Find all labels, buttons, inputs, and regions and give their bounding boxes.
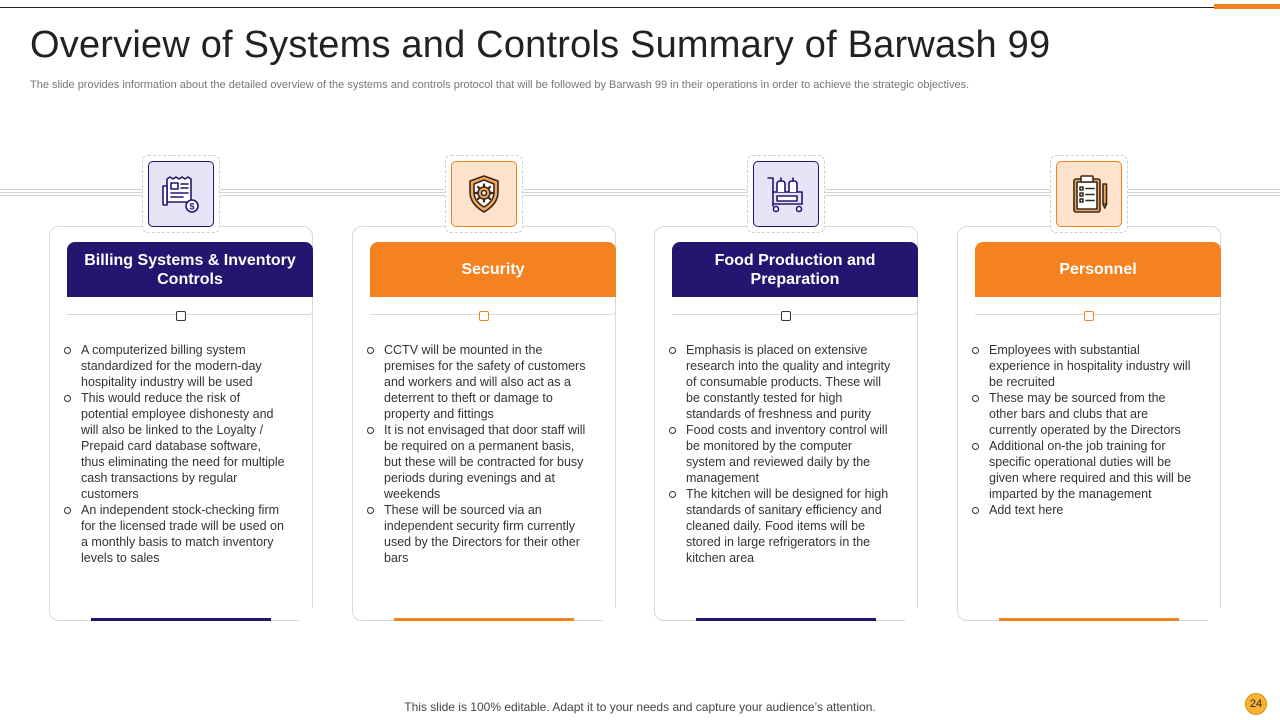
card-billing-systems: Billing Systems & Inventory Controls A c…: [49, 226, 314, 622]
card-security: Security CCTV will be mounted in the pre…: [352, 226, 617, 622]
bullet-item: A computerized billing system standardiz…: [64, 342, 286, 390]
card-marker: [1084, 311, 1094, 321]
slide-subtitle: The slide provides information about the…: [30, 79, 970, 91]
background-rule: [0, 189, 1280, 190]
bullet-item: This would reduce the risk of potential …: [64, 390, 286, 502]
billing-document-icon: $: [162, 176, 199, 213]
bullet-item: These will be sourced via an independent…: [367, 502, 589, 566]
card-title: Food Production and Preparation: [672, 242, 918, 297]
card-bottom-accent: [696, 618, 876, 621]
svg-text:$: $: [189, 202, 194, 212]
background-rule: [0, 192, 1280, 193]
bullet-item: Employees with substantial experience in…: [972, 342, 1194, 390]
bullet-item: Emphasis is placed on extensive research…: [669, 342, 891, 422]
bullet-item: It is not envisaged that door staff will…: [367, 422, 589, 502]
card-bottom-accent: [999, 618, 1179, 621]
clipboard-checklist-icon: [1073, 175, 1108, 213]
bullet-item: These may be sourced from the other bars…: [972, 390, 1194, 438]
icon-tile: [445, 155, 523, 233]
icon-tile: [747, 155, 825, 233]
card-marker: [479, 311, 489, 321]
bullet-item: Additional on-the job training for speci…: [972, 438, 1194, 502]
bullet-list: CCTV will be mounted in the premises for…: [367, 342, 589, 566]
page-number-badge: 24: [1245, 693, 1267, 715]
icon-tile: [1050, 155, 1128, 233]
bullet-item: An independent stock-checking firm for t…: [64, 502, 286, 566]
card-bottom-accent: [394, 618, 574, 621]
icon-tile: $: [142, 155, 220, 233]
card-marker: [781, 311, 791, 321]
bullet-item: The kitchen will be designed for high st…: [669, 486, 891, 566]
card-marker: [176, 311, 186, 321]
food-trolley-icon: [767, 177, 803, 213]
top-rule: [0, 7, 1280, 8]
card-food-production: Food Production and Preparation Emphasis…: [654, 226, 919, 622]
top-accent-bar: [1214, 4, 1280, 9]
card-title: Billing Systems & Inventory Controls: [67, 242, 313, 297]
bullet-item: CCTV will be mounted in the premises for…: [367, 342, 589, 422]
card-personnel: Personnel Employees with substantial exp…: [957, 226, 1222, 622]
card-title: Personnel: [975, 242, 1221, 297]
bullet-item: Add text here: [972, 502, 1194, 518]
security-shield-icon: [469, 175, 499, 213]
card-title: Security: [370, 242, 616, 297]
footer-note: This slide is 100% editable. Adapt it to…: [404, 700, 876, 714]
bullet-list: Employees with substantial experience in…: [972, 342, 1194, 518]
bullet-list: Emphasis is placed on extensive research…: [669, 342, 891, 566]
slide-title: Overview of Systems and Controls Summary…: [30, 24, 1051, 66]
card-bottom-accent: [91, 618, 271, 621]
background-rule: [0, 195, 1280, 196]
bullet-list: A computerized billing system standardiz…: [64, 342, 286, 566]
bullet-item: Food costs and inventory control will be…: [669, 422, 891, 486]
